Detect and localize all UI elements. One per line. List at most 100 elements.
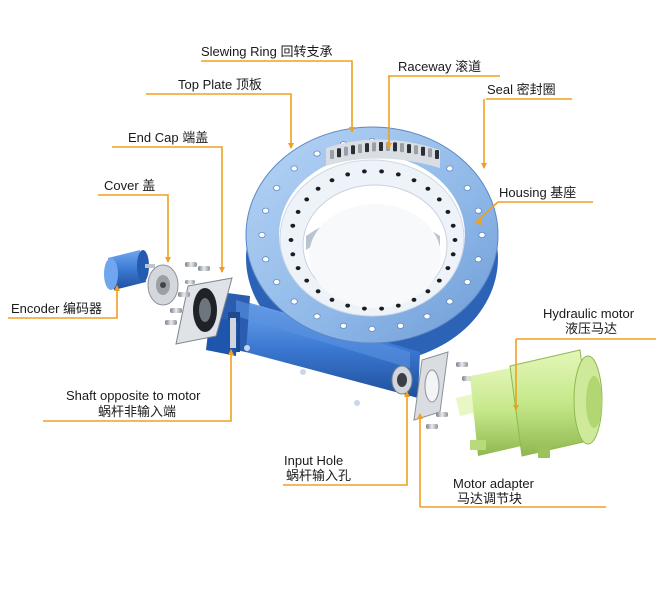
leader-line (201, 60, 353, 132)
inner-hole (452, 238, 458, 242)
inner-hole (445, 209, 451, 214)
inner-hole (288, 238, 294, 242)
label-housing: Housing 基座 (499, 185, 577, 200)
inner-hole (295, 266, 301, 271)
leader-arrow (386, 143, 392, 149)
inner-hole (379, 169, 384, 174)
label-input-hole-cn: 蜗杆输入孔 (286, 468, 352, 483)
ring-hole (478, 231, 486, 238)
inner-hole (290, 252, 296, 257)
roller (351, 145, 355, 155)
ring-hole (474, 207, 482, 214)
roller (344, 146, 348, 156)
inner-hole (345, 303, 351, 308)
inner-hole (450, 252, 456, 257)
ring-hole (423, 313, 431, 320)
roller (337, 148, 341, 158)
inner-hole (411, 297, 417, 302)
ring-hole (290, 165, 298, 172)
inner-hole (445, 266, 451, 271)
roller (435, 150, 439, 159)
leader-arrow (219, 267, 225, 273)
leader-arrow (288, 143, 294, 149)
inner-hole (436, 197, 442, 202)
leader-arrow (349, 127, 355, 133)
leader-line (8, 286, 118, 319)
label-encoder: Encoder 编码器 (11, 301, 103, 316)
label-end-cap: End Cap 端盖 (128, 130, 209, 145)
roller (407, 144, 411, 154)
ring-hole (262, 256, 270, 263)
leader-arrow (114, 285, 120, 291)
ring-hole (463, 278, 471, 285)
roller (365, 143, 369, 153)
leader-arrow (513, 405, 519, 411)
cover-part (147, 264, 179, 306)
inner-hole (395, 303, 401, 308)
label-shaft-opposite-cn: 蜗杆非输入端 (98, 404, 177, 419)
leader-line (475, 201, 499, 223)
label-shaft-opposite-en: Shaft opposite to motor (66, 388, 201, 403)
inner-hole (436, 278, 442, 283)
label-seal: Seal 密封圈 (487, 82, 556, 97)
leader-lines (8, 60, 656, 508)
ring-hole (463, 184, 471, 191)
ring-hole (313, 313, 321, 320)
ring-hole (313, 150, 321, 157)
inner-hole (362, 169, 367, 174)
ring-hole (368, 325, 376, 332)
label-motor-adapter-cn: 马达调节块 (457, 491, 523, 506)
label-hydraulic-motor-cn: 液压马达 (565, 321, 618, 336)
ring-hole (273, 184, 281, 191)
ring-hole (474, 256, 482, 263)
label-hydraulic-motor-en: Hydraulic motor (543, 306, 635, 321)
hydraulic-motor-part (456, 349, 603, 458)
leader-arrow (417, 413, 423, 419)
inner-bolt-holes (288, 169, 458, 311)
inner-hole (411, 178, 417, 183)
leader-arrow (475, 219, 481, 225)
inner-hole (315, 186, 321, 191)
leader-arrow (165, 257, 171, 263)
ring-hole (258, 231, 266, 238)
inner-hole (425, 289, 431, 294)
roller (400, 143, 404, 153)
ring-hole (273, 278, 281, 285)
roller (330, 150, 334, 159)
bolts-left (165, 262, 210, 325)
leader-arrow (228, 349, 234, 355)
inner-hole (425, 186, 431, 191)
inner-hole (450, 223, 456, 228)
inner-hole (379, 306, 384, 311)
ring-hole (446, 165, 454, 172)
roller (372, 142, 376, 152)
inner-hole (329, 178, 335, 183)
leader-line (98, 194, 169, 262)
roller (358, 144, 362, 154)
slewing-ring (245, 126, 499, 344)
label-input-hole-en: Input Hole (284, 453, 344, 468)
roller (421, 146, 425, 156)
label-cover: Cover 盖 (104, 178, 156, 193)
leader-line (43, 350, 232, 422)
ring-hole (396, 322, 405, 329)
leader-line (112, 146, 223, 272)
roller (414, 145, 418, 155)
motor-adapter-part (413, 351, 449, 421)
inner-hole (315, 289, 321, 294)
inner-hole (345, 172, 351, 177)
encoder-part (104, 250, 155, 290)
roller (428, 148, 432, 158)
inner-hole (395, 172, 401, 177)
inner-hole (304, 278, 310, 283)
ring-hole (262, 207, 270, 214)
roller (379, 142, 383, 151)
label-top-plate: Top Plate 顶板 (178, 77, 262, 92)
inner-hole (304, 197, 310, 202)
label-slewing-ring: Slewing Ring 回转支承 (201, 44, 333, 59)
ring-hole (339, 322, 348, 329)
inner-hole (290, 223, 296, 228)
inner-hole (295, 209, 301, 214)
